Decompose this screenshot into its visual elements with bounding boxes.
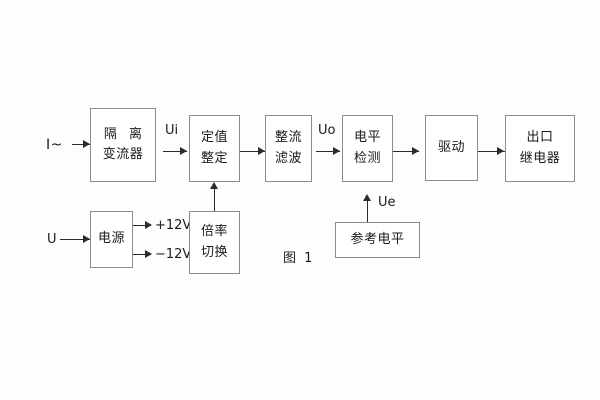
block-power-supply[interactable]: 电源 (90, 211, 133, 268)
block-power-supply-line-1: 电源 (97, 231, 125, 247)
figure-caption: 图 1 (283, 251, 315, 266)
multiplier-to-setting-line (214, 186, 215, 211)
ui-connector-line (163, 151, 187, 152)
setting-to-rectifier-arrowhead (258, 147, 265, 155)
uo-connector-arrowhead (333, 147, 340, 155)
block-rectifier-filter-line-2: 滤波 (274, 150, 302, 166)
uo-connector-line (316, 151, 340, 152)
current-input-line (72, 144, 90, 145)
block-reference-level-line-1: 参考电平 (350, 231, 405, 247)
block-multiplier-switch-line-2: 切换 (200, 244, 228, 260)
block-level-detector-line-1: 电平 (353, 130, 381, 146)
reference-to-detector-arrowhead (363, 194, 371, 201)
voltage-input-label: U (47, 232, 57, 247)
block-isolation-transformer-line-1: 隔 离 (103, 126, 147, 142)
block-isolation-transformer-line-2: 变流器 (102, 147, 144, 162)
detector-to-driver-line (393, 151, 419, 152)
ue-signal-label: Ue (378, 195, 396, 210)
rail-positive-arrowhead (145, 221, 152, 229)
block-rectifier-filter-line-1: 整流 (274, 130, 302, 146)
multiplier-to-setting-arrowhead (210, 182, 218, 189)
ui-signal-label: Ui (165, 123, 179, 138)
block-level-detector-line-2: 检测 (353, 150, 381, 166)
setting-to-rectifier-line (240, 151, 265, 152)
voltage-input-line (60, 239, 90, 240)
block-setting-value-line-2: 整定 (200, 150, 228, 166)
rail-positive-line (133, 225, 151, 226)
block-output-relay-line-1: 出口 (526, 130, 554, 146)
block-driver[interactable]: 驱动 (425, 115, 478, 181)
ui-connector-arrowhead (180, 147, 187, 155)
current-input-arrowhead (83, 140, 90, 148)
driver-to-relay-arrowhead (497, 147, 504, 155)
rail-positive-label: +12V (155, 218, 192, 233)
block-isolation-transformer[interactable]: 隔 离 变流器 (90, 108, 156, 182)
detector-to-driver-arrowhead (412, 147, 419, 155)
block-output-relay-line-2: 继电器 (519, 150, 561, 166)
rail-negative-line (133, 254, 151, 255)
driver-to-relay-line (478, 151, 505, 152)
current-input-label: I~ (46, 137, 63, 153)
block-rectifier-filter[interactable]: 整流 滤波 (265, 115, 312, 182)
uo-signal-label: Uo (318, 123, 336, 138)
block-setting-value[interactable]: 定值 整定 (189, 115, 240, 182)
rail-negative-arrowhead (145, 250, 152, 258)
rail-negative-label: −12V (155, 247, 192, 262)
block-multiplier-switch-line-1: 倍率 (200, 224, 228, 240)
block-multiplier-switch[interactable]: 倍率 切换 (189, 211, 240, 274)
voltage-input-arrowhead (83, 235, 90, 243)
block-setting-value-line-1: 定值 (200, 130, 228, 146)
block-output-relay[interactable]: 出口 继电器 (505, 115, 575, 182)
reference-to-detector-line (367, 201, 368, 222)
block-reference-level[interactable]: 参考电平 (335, 222, 420, 258)
block-driver-line-1: 驱动 (437, 139, 465, 155)
block-level-detector[interactable]: 电平 检测 (342, 115, 393, 182)
